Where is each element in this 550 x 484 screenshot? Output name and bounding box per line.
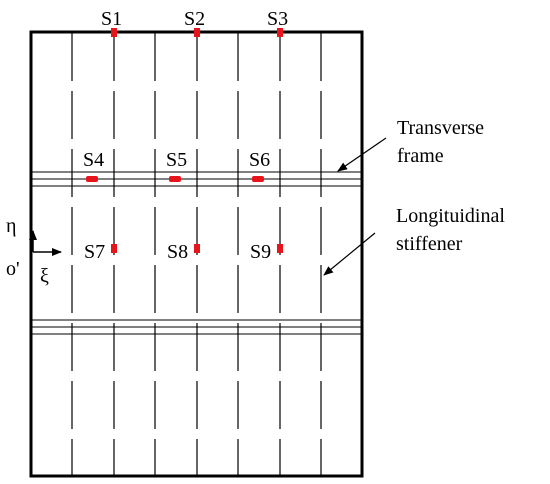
sensor-s9-label: S9	[250, 241, 271, 263]
sensor-s4-label: S4	[83, 149, 104, 171]
sensor-s5-label: S5	[166, 149, 187, 171]
coordinate-axes	[29, 230, 62, 256]
sensor-markers	[86, 28, 283, 253]
sensor-s6-marker	[252, 176, 264, 182]
longitudinal-stiffeners	[71, 33, 322, 475]
origin-label: o'	[6, 258, 20, 280]
sensor-s7-label: S7	[84, 241, 105, 263]
sensor-s9-marker	[277, 244, 283, 253]
sensor-s5-marker	[169, 176, 181, 182]
sensor-s3-label: S3	[267, 8, 288, 30]
sensor-s6-label: S6	[249, 149, 270, 171]
longitudinal-stiffener-label-line2: stiffener	[396, 233, 463, 255]
xi-axis-label: ξ	[40, 265, 49, 287]
sensor-s1-label: S1	[101, 8, 122, 30]
sensor-s2-label: S2	[184, 8, 205, 30]
sensor-s4-marker	[86, 176, 98, 182]
eta-axis-label: η	[6, 215, 16, 237]
sensor-s8-marker	[194, 244, 200, 253]
sensor-s3-marker	[277, 28, 283, 37]
longitudinal-stiffener-label-line1: Longituidinal	[396, 205, 505, 227]
transverse-frame-lower	[31, 319, 362, 335]
transverse-frame-arrow	[337, 137, 387, 172]
sensor-s8-label: S8	[167, 241, 188, 263]
longitudinal-stiffener-arrow	[323, 232, 376, 276]
sensor-s2-marker	[194, 28, 200, 37]
sensor-s7-marker	[111, 244, 117, 253]
transverse-frame-label-line2: frame	[397, 145, 444, 167]
transverse-frame-label-line1: Transverse	[397, 117, 484, 139]
sensor-s1-marker	[111, 28, 117, 37]
